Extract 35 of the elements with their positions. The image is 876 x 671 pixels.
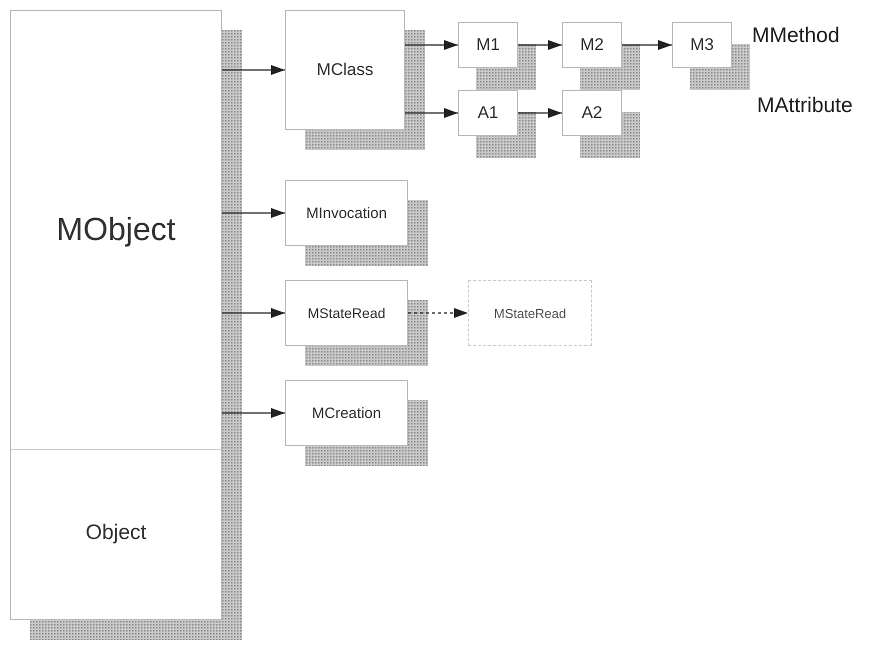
arrow [222,308,285,318]
class-box [285,180,408,246]
arrow [622,40,672,50]
box-label: MCreation [312,404,382,422]
compartment-label: Object [84,521,148,546]
class-box [458,22,518,68]
type-label: MMethod [752,24,840,48]
arrow [222,65,285,75]
class-box [285,10,405,130]
arrow [405,108,458,118]
class-box [672,22,732,68]
class-box [10,10,222,620]
box-label: MInvocation [306,204,387,222]
class-box [458,90,518,136]
box-label: MStateRead [494,306,566,320]
arrow [518,108,562,118]
type-label: MAttribute [757,94,853,118]
box-label: MClass [316,60,374,80]
class-box [562,22,622,68]
box-label: M2 [580,35,604,55]
box-label: MStateRead [308,305,386,321]
class-box [562,90,622,136]
class-box [285,280,408,346]
arrow [222,208,285,218]
box-title: MObject [55,210,177,248]
box-label: M3 [690,35,714,55]
box-label: M1 [476,35,500,55]
dashed-box [468,280,592,346]
arrow [405,40,458,50]
arrow [408,308,468,318]
box-label: A2 [582,103,602,123]
box-label: A1 [478,103,498,123]
class-box [285,380,408,446]
arrow [518,40,562,50]
arrow [222,408,285,418]
